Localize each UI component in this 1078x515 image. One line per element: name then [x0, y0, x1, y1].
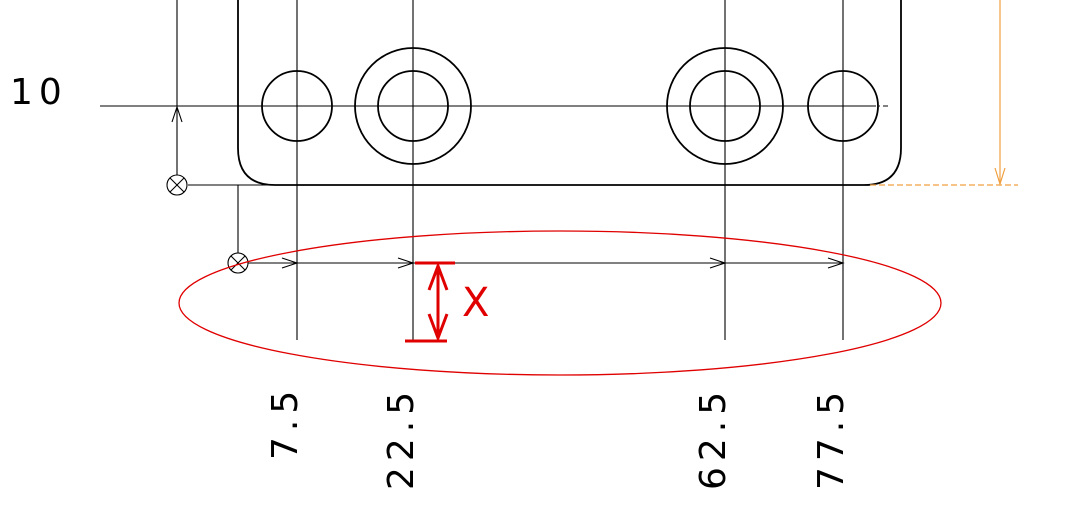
arrowhead-up: [171, 105, 183, 123]
origin-marker-horizontal-cross-b: [230, 255, 246, 271]
dimension-77-5-label[interactable]: 77.5: [811, 386, 852, 490]
arrowhead-22-5: [397, 257, 415, 269]
dimension-7-5-label[interactable]: 7.5: [265, 385, 306, 460]
part-outline[interactable]: [237, 0, 902, 186]
highlight-ellipse[interactable]: [178, 230, 942, 376]
orange-reference-arrowhead: [994, 167, 1006, 187]
gap-x-arrowhead-bottom: [427, 313, 449, 343]
arrowhead-62-5: [709, 257, 727, 269]
arrowhead-77-5: [827, 257, 845, 269]
dimension-10-label[interactable]: 10: [10, 72, 68, 113]
arrowhead-7-5: [281, 257, 299, 269]
gap-x-annotation[interactable]: X: [405, 261, 489, 343]
gap-x-arrowhead-top: [427, 261, 449, 291]
dimension-22-5-label[interactable]: 22.5: [381, 386, 422, 490]
gap-x-label: X: [462, 280, 489, 326]
dimension-62-5-label[interactable]: 62.5: [693, 386, 734, 490]
origin-marker-vertical-cross-b: [169, 177, 185, 193]
